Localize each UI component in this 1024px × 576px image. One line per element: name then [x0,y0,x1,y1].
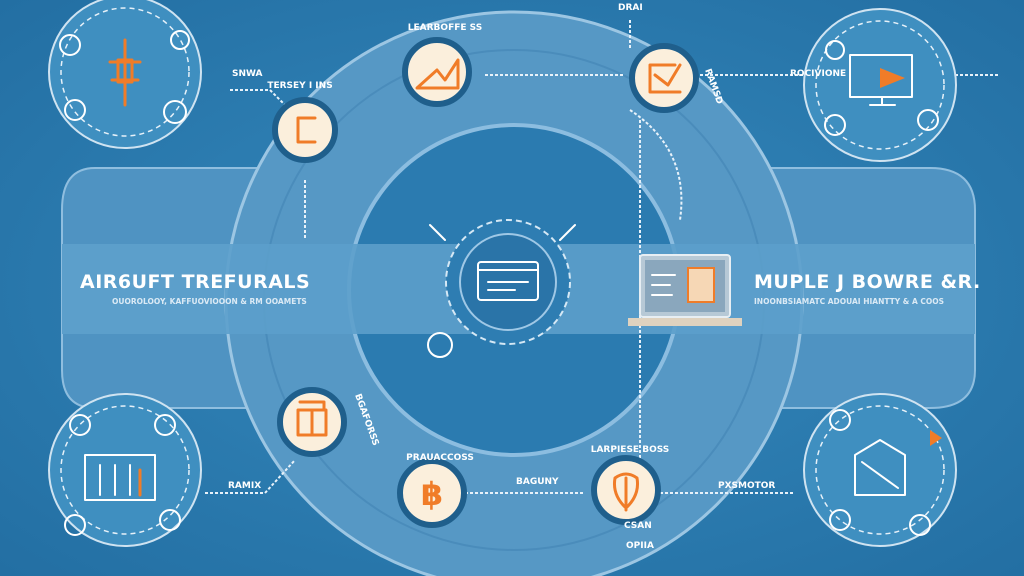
svg-text:LEARBOFFE SS: LEARBOFFE SS [408,23,482,33]
line-chart-icon [415,58,460,90]
node-letter-c[interactable]: TERSEY I INS [267,81,338,163]
left-panel-subtitle: OUOROLOOY, KAFFUOVIOOON & RM OOAMETS [112,297,307,306]
clipboard-chart-icon [648,63,682,94]
right-panel-subtitle: INOONBSIAMATC ADOUAI HIANTTY & A COOS [754,297,944,306]
shield-icon [854,439,906,496]
monitor-play-icon [849,54,913,106]
building-icon [84,454,156,501]
wrench-icon [108,38,142,107]
center-node [427,219,576,358]
corner-circle-bottom-right [803,393,957,547]
corner-circle-top-left [48,0,202,149]
corner-circle-bottom-left [48,393,202,547]
label-top-right: ROCIVIONE [790,69,846,79]
node-emblem[interactable]: LARPIESE BOSS [591,445,670,525]
emblem-icon [613,472,639,512]
svg-text:TERSEY I INS: TERSEY I INS [267,81,332,91]
label-top-left: SNWA [232,69,263,79]
label-bottom-right: PXSMOTOR [718,481,775,491]
node-bitcoin[interactable]: ฿ PRAUACCOSS [397,453,474,528]
laptop-icon [628,254,742,326]
book-icon [296,400,328,437]
letter-c-icon [296,116,317,144]
right-panel-title: MUPLE J BOWRE &R. [754,271,981,293]
corner-circle-top-right [803,8,957,162]
node-line-chart[interactable]: LEARBOFFE SS [402,23,482,107]
bitcoin-icon: ฿ [421,475,443,513]
label-bottom-note-1: CSAN [624,521,652,531]
svg-text:PRAUACCOSS: PRAUACCOSS [406,453,474,463]
label-bottom-center: BAGUNY [516,477,559,487]
label-bottom-note-2: OPIIA [626,541,654,551]
label-top-center: DRAI [618,3,643,13]
browser-window-icon [477,261,539,301]
svg-text:LARPIESE BOSS: LARPIESE BOSS [591,445,670,455]
left-panel-title: AIR6UFT TREFURALS [80,271,310,293]
label-bottom-left: RAMIX [228,481,261,491]
